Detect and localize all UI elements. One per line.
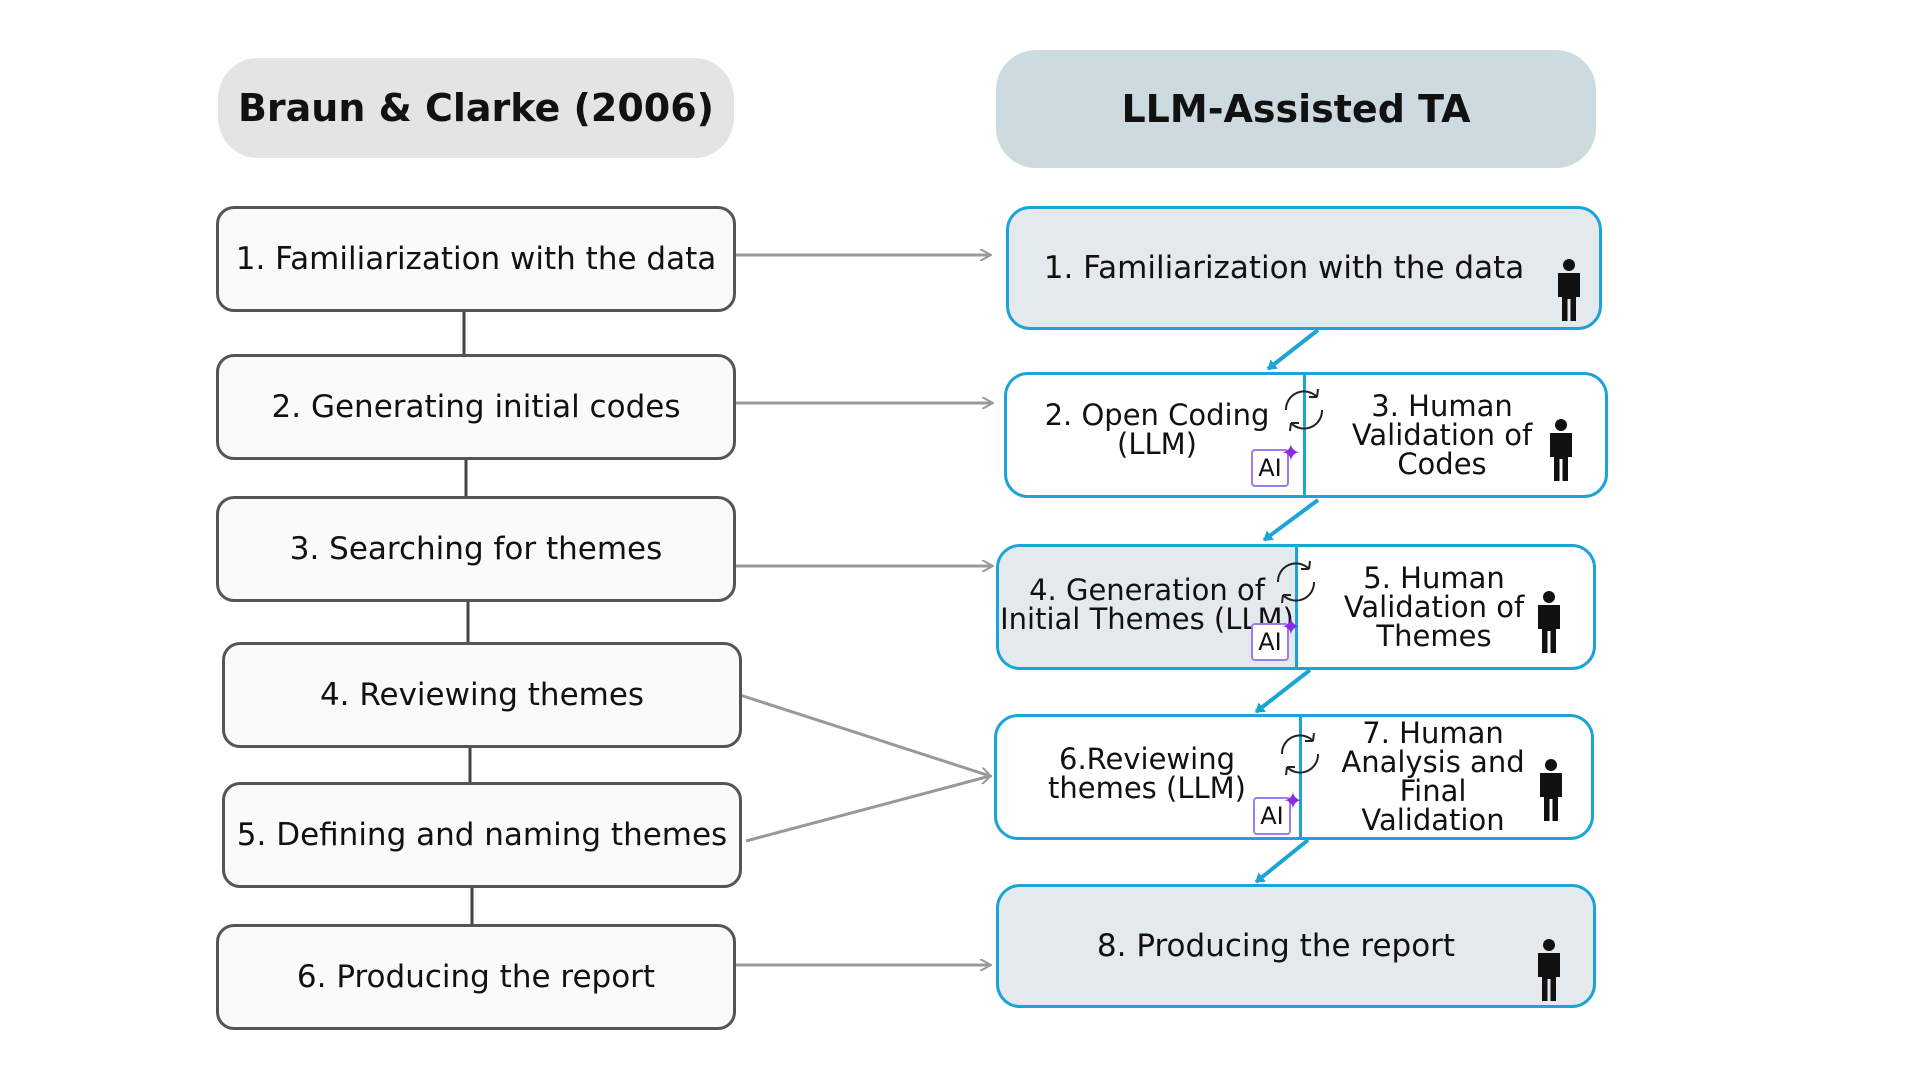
right-step-familiarization: 1. Familiarization with the data bbox=[1006, 206, 1602, 330]
flow-arrow bbox=[1266, 328, 1320, 371]
step-divider bbox=[1299, 717, 1302, 837]
cycle-arrows-icon bbox=[1276, 560, 1316, 604]
sparkle-icon: ✦ bbox=[1280, 613, 1301, 641]
right-step-producing-report: 8. Producing the report bbox=[996, 884, 1596, 1008]
right-step-initial-themes: 4. Generation of Initial Themes (LLM) bbox=[999, 547, 1295, 667]
sparkle-icon: ✦ bbox=[1282, 787, 1303, 815]
left-step-reviewing-themes: 4. Reviewing themes bbox=[222, 642, 742, 748]
left-step-producing-report: 6. Producing the report bbox=[216, 924, 736, 1030]
ai-badge-label: AI bbox=[1260, 802, 1284, 830]
person-icon bbox=[1540, 759, 1562, 821]
mapping-arrow bbox=[745, 776, 990, 843]
left-step-defining-themes: 5. Defining and naming themes bbox=[222, 782, 742, 888]
ai-sparkle-icon: AI ✦ bbox=[1251, 613, 1301, 661]
left-step-familiarization: 1. Familiarization with the data bbox=[216, 206, 736, 312]
right-step-producing-report-label: 8. Producing the report bbox=[1096, 928, 1456, 964]
ai-badge-label: AI bbox=[1258, 454, 1282, 482]
right-step-coding-group: 2. Open Coding (LLM) 3. Human Validation… bbox=[1004, 372, 1608, 498]
flow-arrow bbox=[1254, 838, 1310, 884]
right-step-themes-group: 4. Generation of Initial Themes (LLM) 5.… bbox=[996, 544, 1596, 670]
step-divider bbox=[1295, 547, 1298, 667]
right-step-human-validation-codes: 3. Human Validation of Codes bbox=[1351, 388, 1533, 481]
left-step-generating-codes: 2. Generating initial codes bbox=[216, 354, 736, 460]
ai-sparkle-icon: AI ✦ bbox=[1251, 439, 1301, 487]
flow-arrow bbox=[1262, 498, 1320, 542]
person-icon bbox=[1538, 591, 1560, 653]
cycle-arrows-icon bbox=[1280, 732, 1320, 776]
right-step-review-group: 6.Reviewing themes (LLM) 7. Human Analys… bbox=[994, 714, 1594, 840]
right-step-open-coding: 2. Open Coding (LLM) bbox=[1044, 398, 1270, 461]
mapping-arrow bbox=[739, 693, 990, 776]
right-column-header: LLM-Assisted TA bbox=[996, 50, 1596, 168]
sparkle-icon: ✦ bbox=[1280, 439, 1301, 467]
right-step-human-validation-themes: 5. Human Validation of Themes bbox=[1343, 560, 1525, 653]
right-step-familiarization-label: 1. Familiarization with the data bbox=[1043, 250, 1525, 286]
cycle-arrows-icon bbox=[1284, 388, 1324, 432]
ai-badge-label: AI bbox=[1258, 628, 1282, 656]
person-icon bbox=[1558, 259, 1580, 321]
person-icon bbox=[1550, 419, 1572, 481]
ai-sparkle-icon: AI ✦ bbox=[1253, 787, 1303, 835]
left-column-header: Braun & Clarke (2006) bbox=[218, 58, 734, 158]
flow-arrow bbox=[1254, 668, 1312, 714]
person-icon bbox=[1538, 939, 1560, 1001]
step-divider bbox=[1303, 375, 1306, 495]
right-step-human-final-validation: 7. Human Analysis and Final Validation bbox=[1341, 716, 1525, 837]
left-step-searching-themes: 3. Searching for themes bbox=[216, 496, 736, 602]
right-step-reviewing-themes: 6.Reviewing themes (LLM) bbox=[1048, 742, 1246, 805]
